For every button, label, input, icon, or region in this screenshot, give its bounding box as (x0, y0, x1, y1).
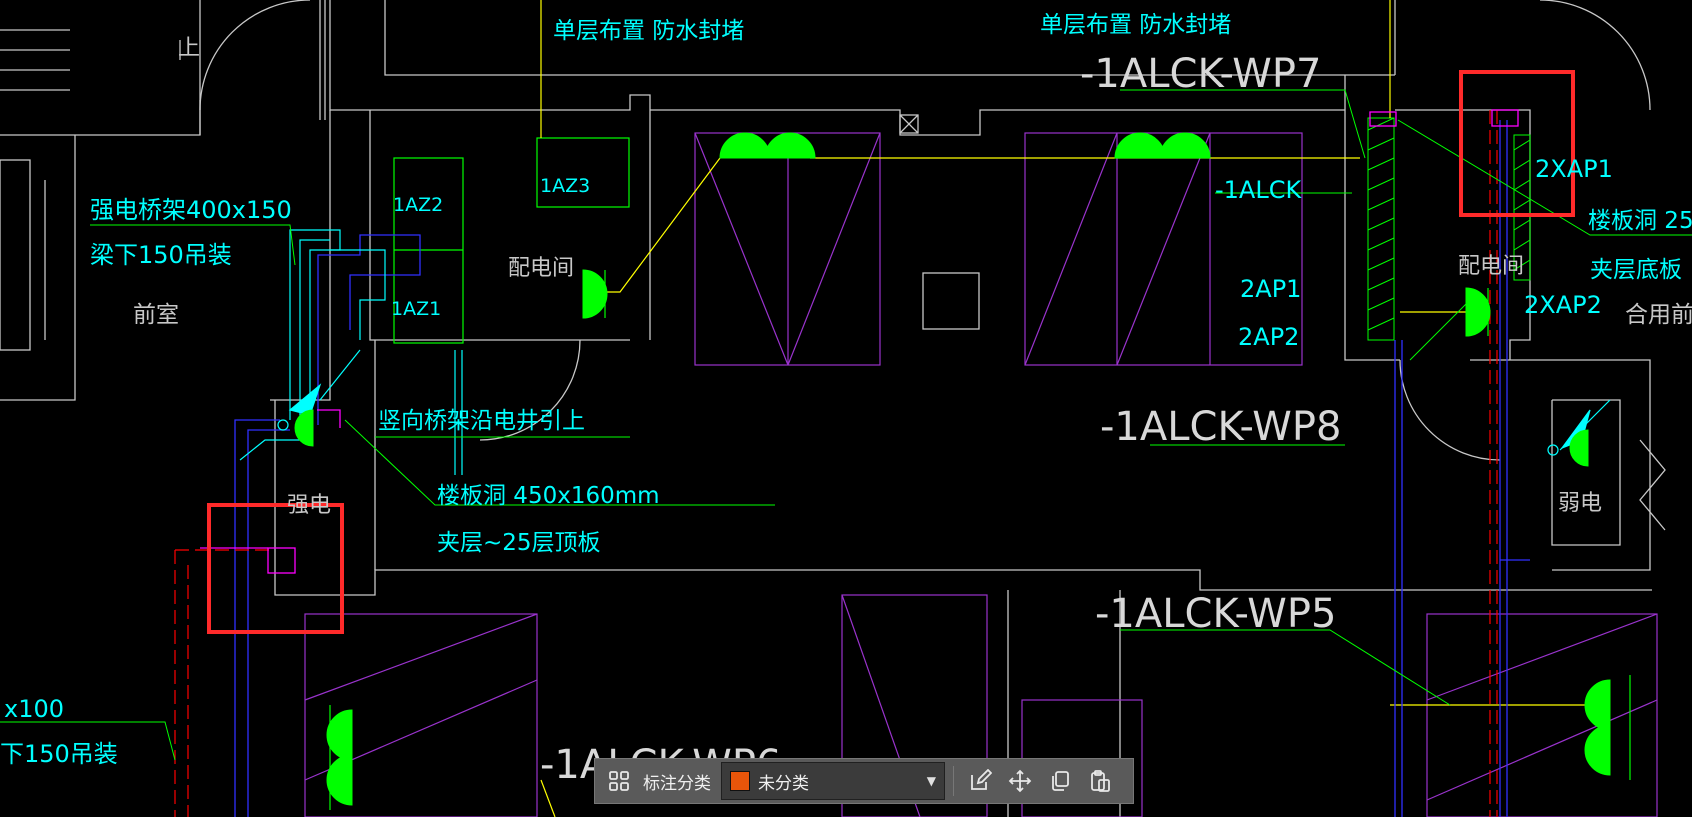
tray-bottom-size-label: x100 (4, 695, 64, 723)
vertical-tray-label: 竖向桥架沿电井引上 (378, 408, 585, 434)
paste-icon[interactable] (1082, 763, 1118, 799)
tray-mount-label: 梁下150吊装 (90, 241, 232, 269)
mezz-right-label: 夹层底板 (1590, 257, 1682, 283)
highlight-box-left[interactable] (207, 503, 344, 634)
az2-label: 1AZ2 (393, 194, 443, 216)
elec-room-right-label: 配电间 (1458, 254, 1524, 279)
highlight-boxes (207, 70, 1575, 634)
xap2-label: 2XAP2 (1524, 291, 1602, 319)
waterproof-label-left: 单层布置 防水封堵 (553, 18, 744, 44)
alck-label: -1ALCK (1215, 176, 1302, 204)
highlight-box-right[interactable] (1459, 70, 1575, 217)
red-lines (174, 110, 1498, 817)
magenta-lines (200, 109, 1519, 574)
chevron-down-icon: ▼ (926, 774, 936, 788)
wp5-label: -1ALCK-WP5 (1095, 591, 1336, 637)
waterproof-label-right: 单层布置 防水封堵 (1040, 12, 1231, 38)
light-fixtures (294, 132, 1611, 806)
slab-hole-label: 楼板洞 450x160mm (437, 483, 660, 509)
panel-outlines (393, 137, 630, 344)
elec-room-left-label: 配电间 (508, 256, 574, 281)
shaft-hatch (1367, 117, 1531, 341)
blue-conduits (234, 120, 1530, 817)
az1-label: 1AZ1 (391, 298, 441, 320)
tray-bottom-mount-label: 下150吊装 (0, 740, 118, 768)
toolbar-divider (953, 766, 954, 796)
category-color-swatch (730, 771, 750, 791)
category-select[interactable]: 未分类 ▼ (721, 762, 945, 800)
ap1-label: 2AP1 (1240, 275, 1301, 303)
slab-hole-right-label: 楼板洞 25 (1588, 208, 1692, 234)
tray-size-label: 强电桥架400x150 (90, 196, 292, 224)
move-icon[interactable] (1002, 763, 1038, 799)
grid-icon[interactable] (601, 763, 637, 799)
leader-lines (0, 89, 1692, 761)
wp8-label: -1ALCK-WP8 (1100, 404, 1341, 450)
az3-label: 1AZ3 (540, 175, 590, 197)
strong-room-label: 强电 (287, 493, 331, 518)
copy-icon[interactable] (1042, 763, 1078, 799)
category-label: 标注分类 (643, 773, 711, 794)
shared-front-room-label: 合用前室 (1625, 302, 1692, 328)
weak-room-label: 弱电 (1558, 491, 1602, 516)
annotations: 单层布置 防水封堵 单层布置 防水封堵 -1ALCK-WP7 -1ALCK-WP… (0, 12, 1692, 788)
xap1-label: 2XAP1 (1535, 155, 1613, 183)
category-value: 未分类 (758, 773, 809, 794)
wp7-label: -1ALCK-WP7 (1080, 51, 1321, 97)
front-room-label: 前室 (133, 302, 179, 328)
cyan-tray (239, 229, 1611, 475)
up-label: 上 (178, 36, 200, 61)
annotation-toolbar: 标注分类 未分类 ▼ (594, 758, 1134, 804)
ap2-label: 2AP2 (1238, 323, 1299, 351)
edit-icon[interactable] (962, 763, 998, 799)
mezz-label: 夹层~25层顶板 (437, 530, 601, 556)
fixture-stems (329, 270, 1631, 810)
